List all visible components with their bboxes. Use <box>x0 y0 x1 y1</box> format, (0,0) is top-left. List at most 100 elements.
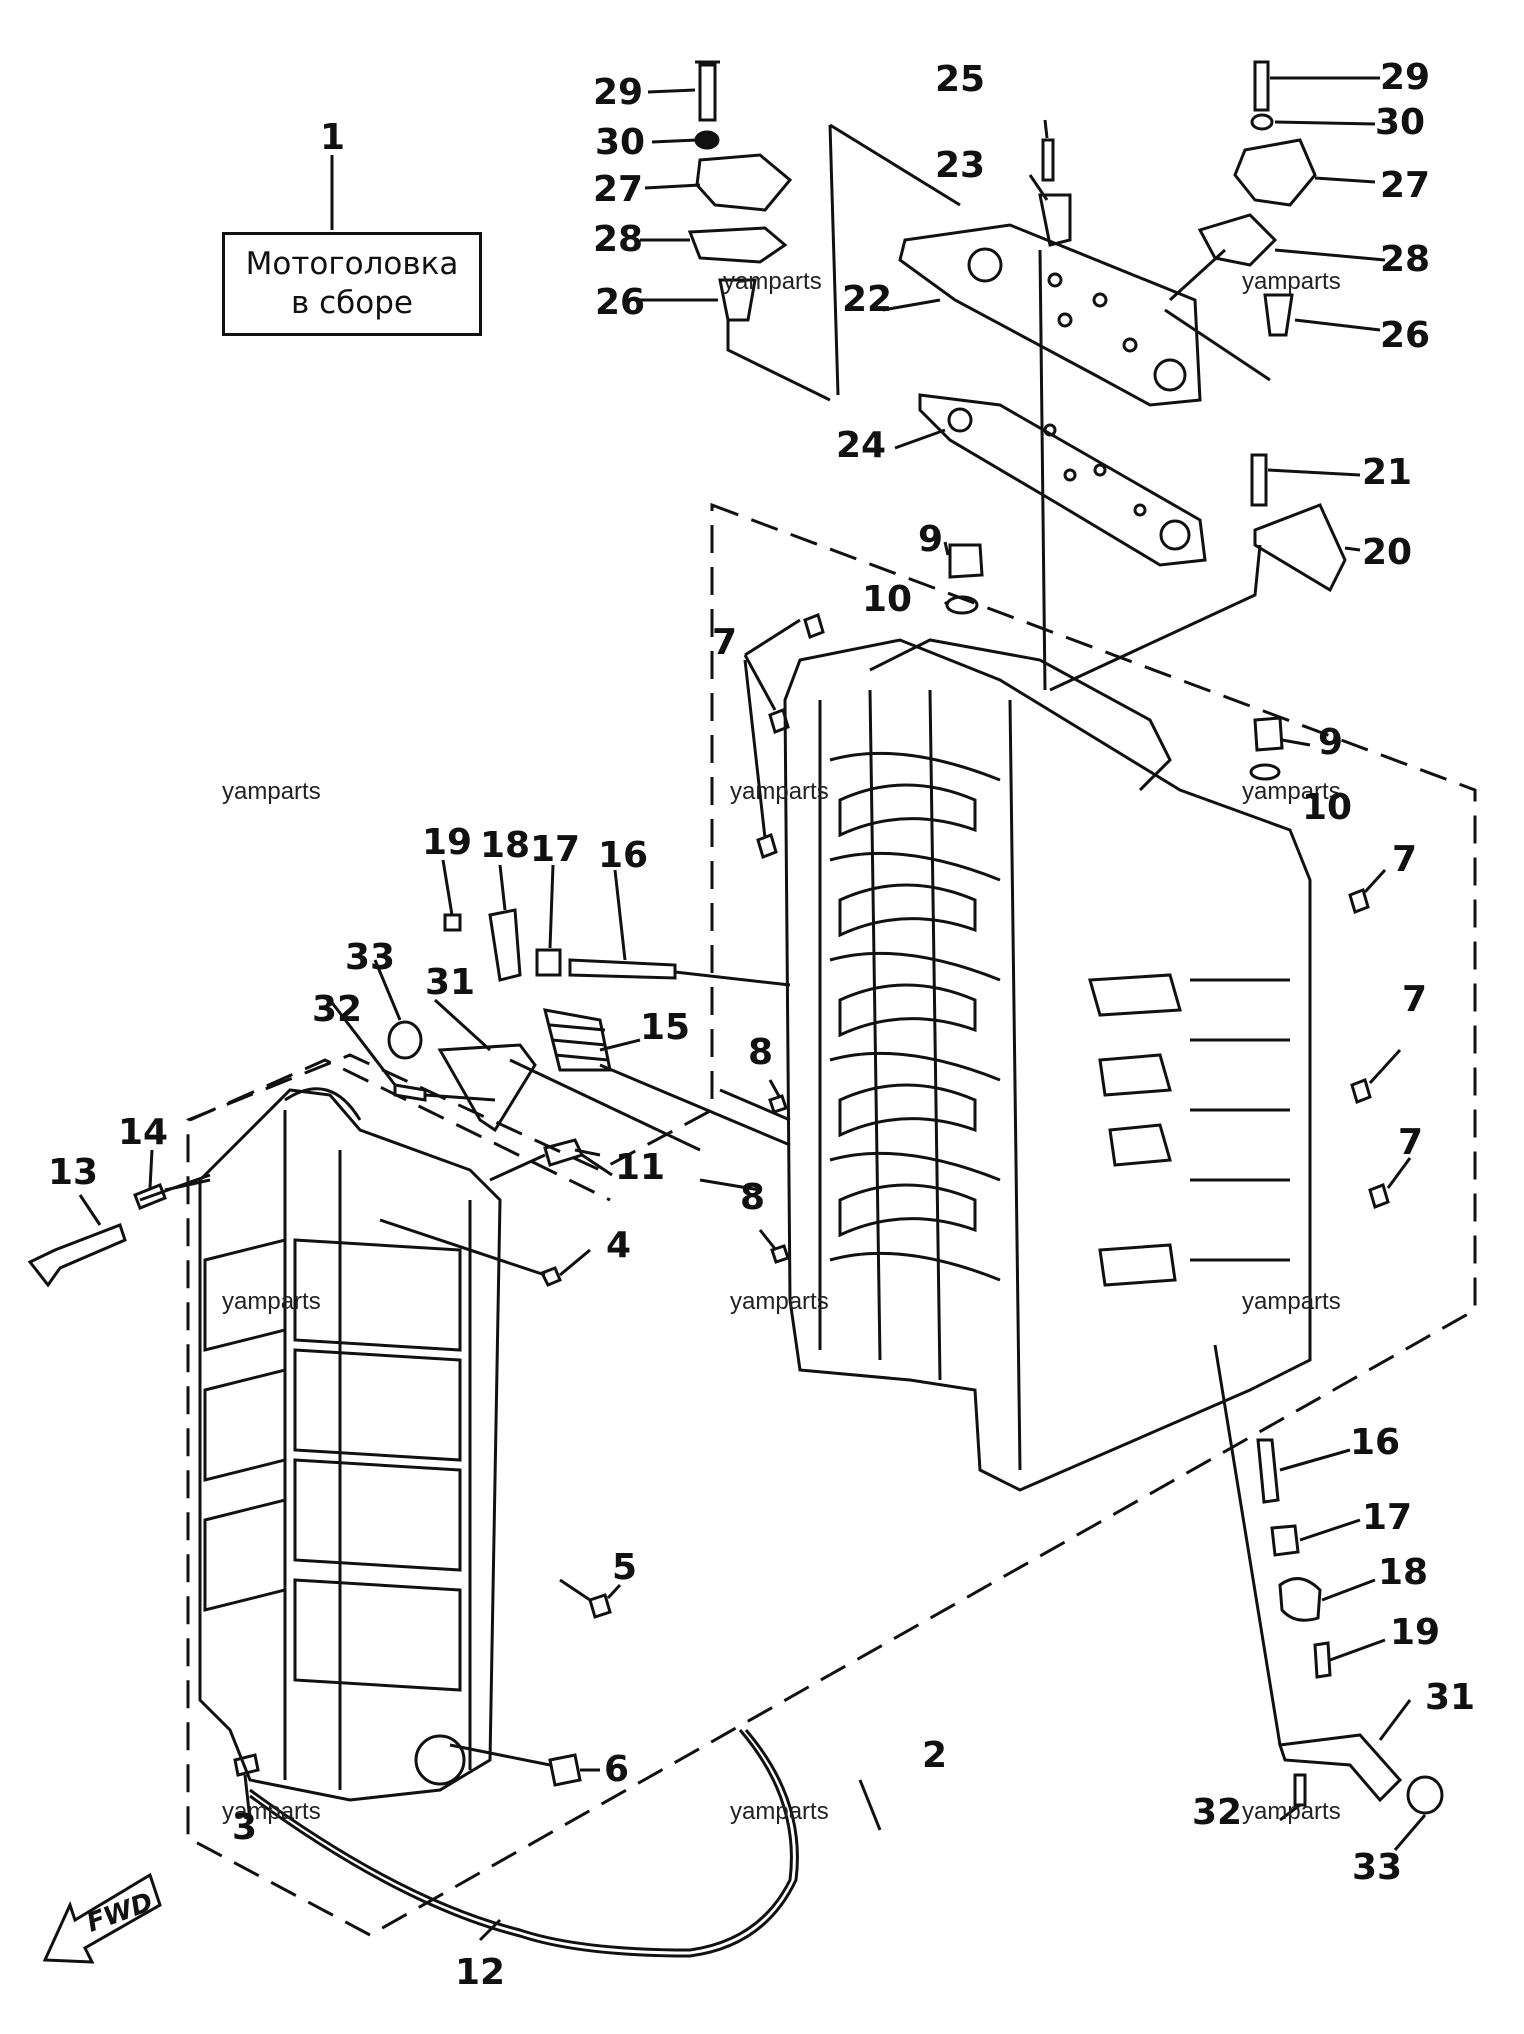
grommet-26-left <box>718 278 757 322</box>
callout-10: 10 <box>1302 787 1353 828</box>
gasket-28-right <box>1197 213 1278 267</box>
bracket-31-right <box>1277 1733 1403 1803</box>
cap-18-left <box>488 908 522 982</box>
bolt-25 <box>1041 138 1055 182</box>
watermark: yamparts <box>730 1798 829 1825</box>
callout-6: 6 <box>604 1749 630 1790</box>
bolt-14 <box>133 1183 167 1210</box>
callout-18: 18 <box>1378 1552 1429 1593</box>
callout-11: 11 <box>615 1147 666 1188</box>
callout-32: 32 <box>312 989 363 1030</box>
callout-9: 9 <box>918 519 944 560</box>
callout-23: 23 <box>935 145 986 186</box>
callout-21: 21 <box>1362 452 1413 493</box>
washer-30-right <box>1250 113 1274 131</box>
callout-27: 27 <box>593 169 644 210</box>
clamp-23 <box>1038 193 1072 247</box>
callout-8: 8 <box>740 1177 766 1218</box>
watermark: yamparts <box>730 778 829 805</box>
cap-33-right <box>1406 1775 1444 1815</box>
callout-9: 9 <box>1318 722 1344 763</box>
callout-5: 5 <box>612 1547 638 1588</box>
spring-15 <box>542 1008 612 1072</box>
callout-25: 25 <box>935 59 986 100</box>
assembly-title-line1: Мотоголовка <box>245 246 459 283</box>
callout-16: 16 <box>1350 1422 1401 1463</box>
callout-18: 18 <box>480 825 531 866</box>
gasket-24 <box>918 393 1207 567</box>
crankcase-body <box>783 638 1312 1492</box>
cap-33-left <box>387 1020 423 1060</box>
watermark: yamparts <box>222 778 321 805</box>
callout-31: 31 <box>425 962 476 1003</box>
washer-30-left <box>694 130 720 150</box>
cap-18-right <box>1278 1577 1322 1622</box>
callout-30: 30 <box>595 122 646 163</box>
watermark: yamparts <box>1242 778 1341 805</box>
bracket-20 <box>1253 503 1347 593</box>
callout-14: 14 <box>118 1112 169 1153</box>
callout-24: 24 <box>836 425 887 466</box>
assembly-title-line2: в сборе <box>290 285 413 321</box>
bolt-29-right <box>1253 60 1270 112</box>
watermark: yamparts <box>1242 268 1341 295</box>
plug-9-top <box>948 543 984 579</box>
callout-27: 27 <box>1380 165 1431 206</box>
callout-28: 28 <box>1380 239 1431 280</box>
callout-19: 19 <box>1390 1612 1441 1653</box>
cover-27-left <box>695 153 793 212</box>
fwd-indicator: FWD <box>48 1880 158 1960</box>
callout-7: 7 <box>1392 839 1418 880</box>
bolt-29-left <box>695 60 720 122</box>
callout-29: 29 <box>1380 57 1431 98</box>
callout-7: 7 <box>1398 1122 1424 1163</box>
bolt-21 <box>1250 453 1268 507</box>
callout-7: 7 <box>712 622 738 663</box>
screw-32-left <box>393 1083 427 1102</box>
callout-31: 31 <box>1425 1677 1476 1718</box>
bolt-13 <box>27 1223 127 1288</box>
crankcase-dashed-outline <box>186 502 1477 1937</box>
leader-box-right <box>1164 248 1271 382</box>
callout-12: 12 <box>455 1952 506 1993</box>
nut-17-right <box>1270 1524 1300 1557</box>
gasket-28-left <box>687 226 788 264</box>
dowel-4 <box>539 1266 562 1287</box>
head-dashed-outline <box>189 1058 611 1202</box>
watermark: yamparts <box>222 1798 321 1825</box>
callout-32: 32 <box>1192 1792 1243 1833</box>
plug-9-right <box>1253 716 1284 752</box>
nipple-3 <box>233 1753 260 1777</box>
screw-32-right <box>1293 1773 1307 1807</box>
watermark: yamparts <box>1242 1798 1341 1825</box>
callout-28: 28 <box>593 219 644 260</box>
screw-19-right <box>1313 1641 1332 1679</box>
callout-30: 30 <box>1375 102 1426 143</box>
callout-22: 22 <box>842 279 893 320</box>
callout-13: 13 <box>48 1152 99 1193</box>
watermark: yamparts <box>730 1288 829 1315</box>
screw-19-left <box>443 913 462 932</box>
callout-33: 33 <box>1352 1847 1403 1888</box>
cover-27-right <box>1233 138 1317 207</box>
exhaust-cover-22 <box>898 223 1202 407</box>
callout-20: 20 <box>1362 532 1413 573</box>
hose-12 <box>249 1729 793 1952</box>
bolt-16-right <box>1256 1438 1280 1504</box>
callout-7: 7 <box>1402 979 1428 1020</box>
callout-2: 2 <box>922 1735 948 1776</box>
plug-6 <box>548 1753 582 1787</box>
watermark: yamparts <box>1242 1288 1341 1315</box>
callout-17: 17 <box>1362 1497 1413 1538</box>
grommet-26-right <box>1263 293 1294 337</box>
callout-1: 1 <box>320 117 346 158</box>
leader-20-21 <box>1049 544 1262 692</box>
callout-16: 16 <box>598 835 649 876</box>
callout-10: 10 <box>862 579 913 620</box>
watermark: yamparts <box>222 1288 321 1315</box>
nut-17-left <box>535 948 562 977</box>
callout-19: 19 <box>422 822 473 863</box>
callout-4: 4 <box>606 1225 632 1266</box>
